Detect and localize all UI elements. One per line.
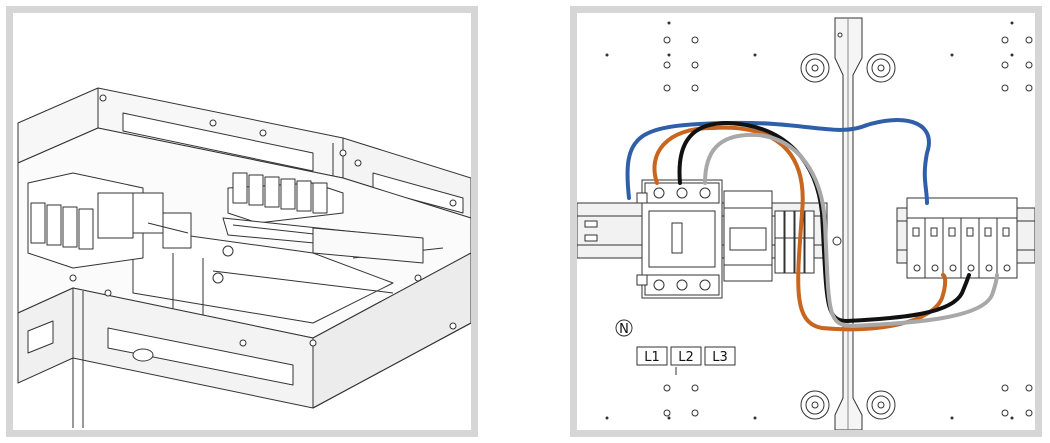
energy-meter <box>723 190 773 282</box>
din-rail-terminals <box>222 172 424 264</box>
fastener-holes <box>69 94 457 347</box>
wires <box>625 118 999 332</box>
phase-label-l1: L1 <box>644 350 660 365</box>
isometric-enclosure-figure <box>6 6 478 437</box>
mounting-screws <box>663 36 1033 417</box>
mounting-holes <box>605 21 1014 420</box>
wiring-diagram-drawing: N L1 L2 L3 <box>577 17 1035 430</box>
tray-front-wall <box>17 252 471 428</box>
blue-wire <box>625 118 931 205</box>
phase-label-l3: L3 <box>712 350 728 365</box>
isometric-enclosure-drawing <box>17 87 471 428</box>
phase-label-l2: L2 <box>678 350 694 365</box>
surge-protector <box>906 197 1018 279</box>
neutral-label: N <box>619 322 629 337</box>
terminal-blocks <box>774 210 842 274</box>
neutral-symbol: N <box>615 319 633 337</box>
tray-back-wall <box>17 87 471 305</box>
cable-grommets <box>800 53 896 420</box>
main-circuit-breaker <box>636 179 723 299</box>
grey-wire <box>703 132 999 329</box>
breaker-module-group <box>27 172 192 269</box>
divider-bar <box>834 17 863 430</box>
phase-labels: L1 L2 L3 <box>636 346 736 375</box>
wiring-diagram-figure: N L1 L2 L3 <box>570 6 1042 437</box>
